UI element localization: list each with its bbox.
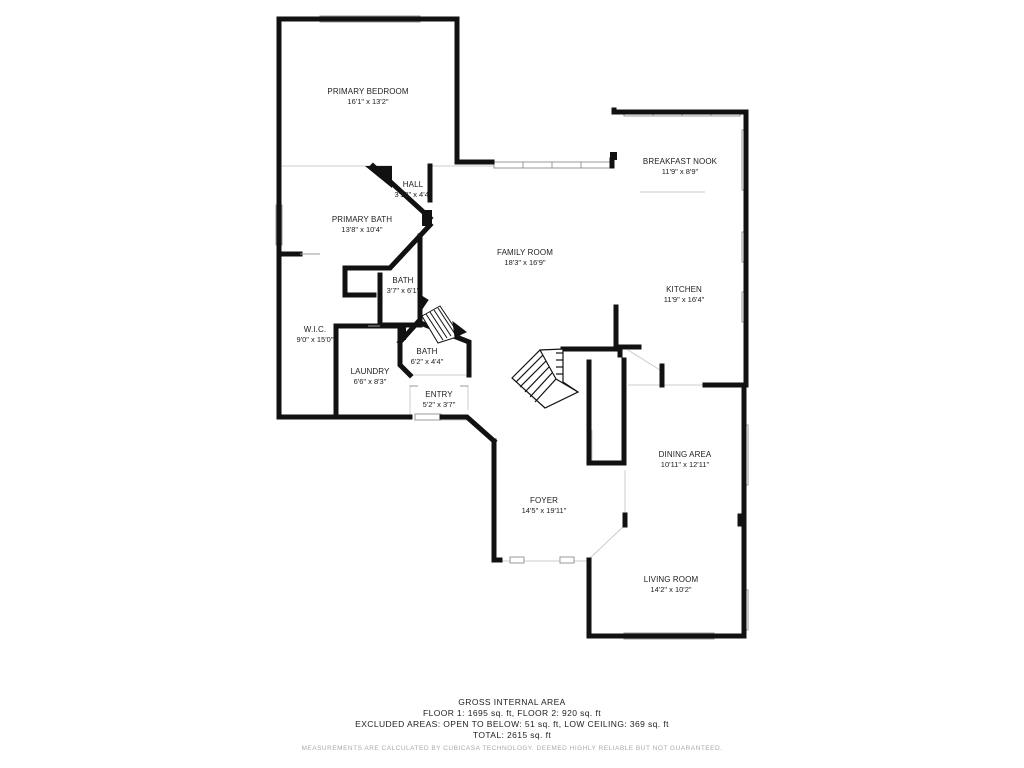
room-name: LAUNDRY (350, 367, 390, 376)
room-dimensions: 11'9" x 16'4" (663, 295, 705, 304)
room-label-primary-bedroom: PRIMARY BEDROOM 16'1" x 13'2" (327, 87, 408, 106)
room-label-kitchen: KITCHEN 11'9" x 16'4" (664, 285, 705, 304)
room-label-foyer: FOYER 14'5" x 19'11" (522, 496, 567, 515)
area-summary: GROSS INTERNAL AREA FLOOR 1: 1695 sq. ft… (0, 697, 1024, 754)
room-name: BATH (416, 347, 438, 356)
room-label-primary-bath: PRIMARY BATH 13'8" x 10'4" (332, 215, 392, 234)
walls (276, 16, 749, 639)
room-name: ENTRY (425, 390, 453, 399)
room-label-breakfast-nook: BREAKFAST NOOK 11'9" x 8'9" (643, 157, 717, 176)
room-label-hall: HALL 3'10" x 4'4" (395, 180, 432, 199)
room-label-dining-area: DINING AREA 10'11" x 12'11" (659, 450, 712, 469)
room-dimensions: 6'2" x 4'4" (410, 357, 444, 366)
room-label-bath-lower: BATH 6'2" x 4'4" (411, 347, 444, 366)
room-name: HALL (402, 180, 424, 189)
room-dimensions: 3'7" x 6'1" (386, 286, 420, 295)
room-name: KITCHEN (666, 285, 702, 294)
room-label-entry: ENTRY 5'2" x 3'7" (423, 390, 456, 409)
room-name: FOYER (529, 496, 559, 505)
room-dimensions: 16'1" x 13'2" (347, 97, 389, 106)
excluded-areas: EXCLUDED AREAS: OPEN TO BELOW: 51 sq. ft… (355, 719, 669, 729)
room-label-family-room: FAMILY ROOM 18'3" x 16'9" (497, 248, 553, 267)
room-dimensions: 14'5" x 19'11" (521, 506, 567, 515)
room-label-living-room: LIVING ROOM 14'2" x 10'2" (644, 575, 698, 594)
stairs-main (511, 348, 580, 409)
room-dimensions: 6'6" x 8'3" (353, 377, 387, 386)
room-dimensions: 18'3" x 16'9" (504, 258, 546, 267)
room-name: LIVING ROOM (643, 575, 699, 584)
room-label-bath-upper: BATH 3'7" x 6'1" (387, 276, 420, 295)
floor-areas: FLOOR 1: 1695 sq. ft, FLOOR 2: 920 sq. f… (423, 708, 601, 718)
room-dimensions: 11'9" x 8'9" (661, 167, 699, 176)
room-dimensions: 10'11" x 12'11" (660, 460, 710, 469)
room-dimensions: 3'10" x 4'4" (394, 190, 432, 199)
room-label-wic: W.I.C. 9'0" x 15'0" (297, 325, 334, 344)
room-name: BREAKFAST NOOK (642, 157, 718, 166)
room-name: DINING AREA (658, 450, 712, 459)
measurement-disclaimer: MEASUREMENTS ARE CALCULATED BY CUBICASA … (301, 745, 723, 752)
room-name: PRIMARY BATH (331, 215, 393, 224)
room-name: W.I.C. (303, 325, 327, 334)
stairs-upper (419, 294, 467, 344)
wall-blocks (365, 152, 617, 340)
room-dimensions: 5'2" x 3'7" (422, 400, 456, 409)
room-name: FAMILY ROOM (497, 248, 553, 257)
total-area: TOTAL: 2615 sq. ft (472, 730, 552, 740)
room-dimensions: 13'8" x 10'4" (341, 225, 383, 234)
room-dimensions: 14'2" x 10'2" (650, 585, 692, 594)
room-dimensions: 9'0" x 15'0" (296, 335, 334, 344)
door-marks (300, 253, 468, 387)
area-heading: GROSS INTERNAL AREA (458, 697, 566, 707)
room-label-laundry: LAUNDRY 6'6" x 8'3" (351, 367, 390, 386)
room-name: BATH (392, 276, 414, 285)
room-name: PRIMARY BEDROOM (327, 87, 409, 96)
